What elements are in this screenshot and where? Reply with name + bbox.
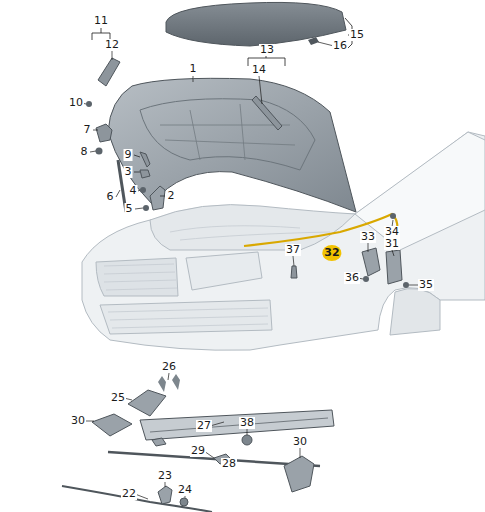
callout-number: 4 xyxy=(129,185,138,197)
callout-number: 26 xyxy=(161,361,177,373)
callout-number: 13 xyxy=(259,44,275,56)
callout-number: 33 xyxy=(360,231,376,243)
callout-number: 22 xyxy=(121,488,137,500)
callout-number: 28 xyxy=(221,458,237,470)
callout-number: 30 xyxy=(70,415,86,427)
callout-number: 16 xyxy=(332,40,348,52)
callout-number: 6 xyxy=(106,191,115,203)
callout-number: 5 xyxy=(125,203,134,215)
callout-number: 10 xyxy=(68,97,84,109)
callout-number: 29 xyxy=(190,445,206,457)
callout-number: 24 xyxy=(177,484,193,496)
callout-number: 2 xyxy=(167,190,176,202)
callout-number: 8 xyxy=(80,146,89,158)
callout-number: 34 xyxy=(384,226,400,238)
callout-number: 35 xyxy=(418,279,434,291)
callout-number: 25 xyxy=(110,392,126,404)
callout-number: 7 xyxy=(83,124,92,136)
callout-number: 30 xyxy=(292,436,308,448)
callout-number: 15 xyxy=(349,29,365,41)
callout-number: 3 xyxy=(124,166,133,178)
callout-number: 27 xyxy=(196,420,212,432)
callout-number: 23 xyxy=(157,470,173,482)
callout-number: 1 xyxy=(189,63,198,75)
callout-number: 32 xyxy=(322,245,341,261)
callout-number: 12 xyxy=(104,39,120,51)
callout-number: 11 xyxy=(93,15,109,27)
callout-number: 36 xyxy=(344,272,360,284)
callout-number: 37 xyxy=(285,244,301,256)
callout-number: 38 xyxy=(239,417,255,429)
callout-number: 9 xyxy=(124,149,133,161)
callout-number: 31 xyxy=(384,238,400,250)
callout-number: 14 xyxy=(251,64,267,76)
